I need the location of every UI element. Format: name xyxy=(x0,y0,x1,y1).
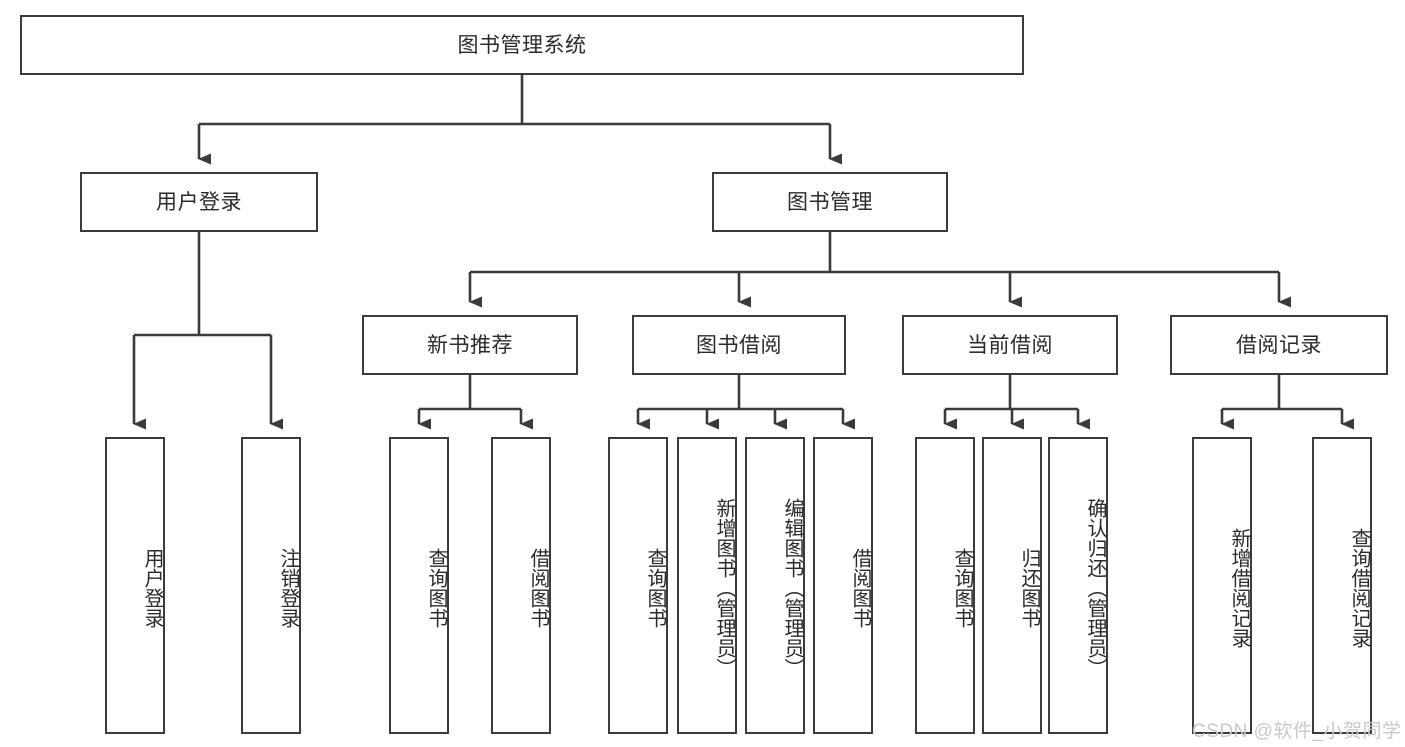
leaf-label: 查询图书 xyxy=(644,547,666,628)
leaf-user-login-login[interactable]: 用户登录 xyxy=(105,437,165,734)
leaf-user-login-logout[interactable]: 注销登录 xyxy=(241,437,301,734)
node-root-library-system[interactable]: 图书管理系统 xyxy=(20,15,1024,75)
leaf-new-book-query-book[interactable]: 查询图书 xyxy=(389,437,449,734)
node-new-book-recommend[interactable]: 新书推荐 xyxy=(362,315,578,375)
node-book-management[interactable]: 图书管理 xyxy=(712,172,948,232)
csdn-watermark: CSDN @软件_小贺同学 xyxy=(1192,721,1402,742)
leaf-label: 用户登录 xyxy=(141,547,163,628)
leaf-label: 新增借阅记录 xyxy=(1228,527,1250,648)
leaf-current-borrow-confirm-return-admin[interactable]: 确认归还（管理员） xyxy=(1048,437,1108,734)
leaf-label: 查询图书 xyxy=(951,547,973,628)
leaf-label: 借阅图书 xyxy=(527,547,549,628)
leaf-label: 新增图书（管理员） xyxy=(713,497,735,678)
leaf-label: 注销登录 xyxy=(277,547,299,628)
leaf-label: 归还图书 xyxy=(1018,547,1040,628)
leaf-current-borrow-return-book[interactable]: 归还图书 xyxy=(982,437,1042,734)
leaf-label: 编辑图书（管理员） xyxy=(781,497,803,678)
leaf-label: 查询借阅记录 xyxy=(1348,527,1370,648)
leaf-new-book-borrow-book[interactable]: 借阅图书 xyxy=(491,437,551,734)
leaf-current-borrow-query-book[interactable]: 查询图书 xyxy=(915,437,975,734)
leaf-label: 确认归还（管理员） xyxy=(1084,497,1106,678)
node-current-borrow[interactable]: 当前借阅 xyxy=(902,315,1118,375)
leaf-book-borrow-add-book-admin[interactable]: 新增图书（管理员） xyxy=(677,437,737,734)
leaf-book-borrow-query-book[interactable]: 查询图书 xyxy=(608,437,668,734)
node-book-borrow[interactable]: 图书借阅 xyxy=(632,315,846,375)
leaf-book-borrow-edit-book-admin[interactable]: 编辑图书（管理员） xyxy=(745,437,805,734)
leaf-label: 查询图书 xyxy=(425,547,447,628)
leaf-label: 借阅图书 xyxy=(849,547,871,628)
leaf-borrow-record-query-record[interactable]: 查询借阅记录 xyxy=(1312,437,1372,734)
leaf-book-borrow-borrow-book[interactable]: 借阅图书 xyxy=(813,437,873,734)
node-user-login[interactable]: 用户登录 xyxy=(80,172,318,232)
node-borrow-record[interactable]: 借阅记录 xyxy=(1170,315,1388,375)
leaf-borrow-record-add-record[interactable]: 新增借阅记录 xyxy=(1192,437,1252,734)
